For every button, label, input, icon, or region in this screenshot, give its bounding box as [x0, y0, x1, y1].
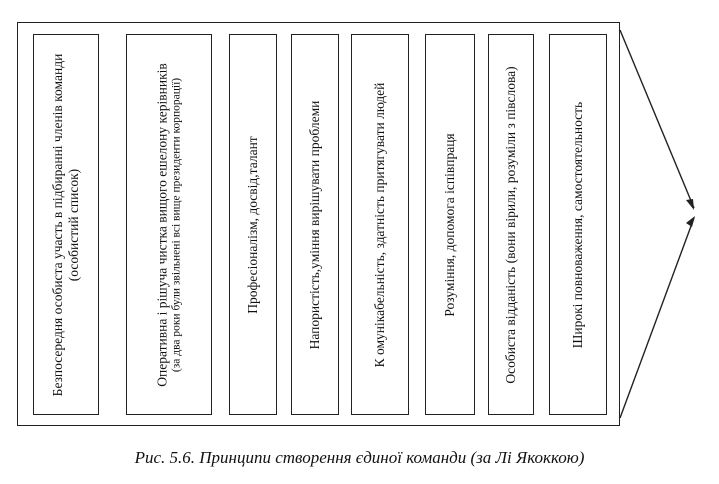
lower-arrowhead	[686, 216, 695, 227]
upper-arrow-line	[619, 29, 695, 209]
principle-box-personal-loyalty: Особиста відданість (вони вірили, розумі…	[488, 34, 534, 415]
principle-box-cooperation: Розуміння, допомога іспівпраця	[425, 34, 475, 415]
upper-arrowhead	[686, 199, 694, 210]
principle-box-management-purge: Оперативна і рішуча чистка вищого ешелон…	[126, 34, 212, 415]
lower-arrow-line	[619, 217, 695, 419]
diagram-frame	[17, 22, 620, 426]
figure-caption: Рис. 5.6. Принципи створення єдиної кома…	[134, 448, 585, 467]
principle-box-personal-selection: Безпосередня особиста участь в підбиранн…	[33, 34, 99, 415]
principle-box-assertiveness: Напористість,уміння вирішувати проблеми	[291, 34, 339, 415]
principle-box-communication: К омунікабельність, здатність притягуват…	[351, 34, 409, 415]
principle-box-broad-authority: Широкі повноваження, самостоятельность	[549, 34, 607, 415]
principle-box-professionalism: Професіоналізм, досвід,талант	[229, 34, 277, 415]
